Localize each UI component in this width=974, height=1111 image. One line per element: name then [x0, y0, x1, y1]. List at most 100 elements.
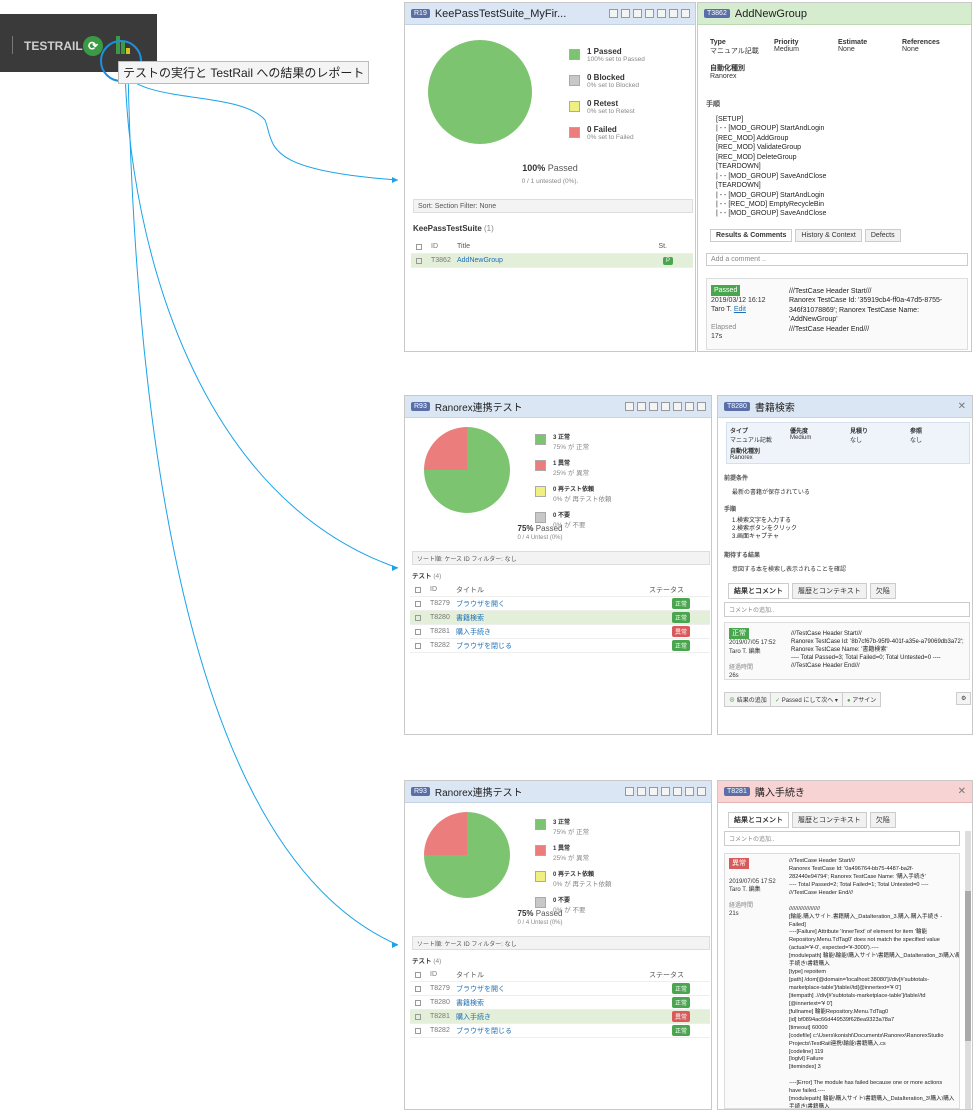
select-all-checkbox[interactable] [415, 586, 421, 593]
sort-filter-bar[interactable]: ソート順: ケース ID フィルター: なし [412, 551, 710, 565]
result-tabs[interactable]: 結果とコメント履歴とコンテキスト欠陥 [728, 812, 896, 828]
tab-1[interactable]: 履歴とコンテキスト [792, 583, 867, 599]
result-tabs[interactable]: 結果とコメント履歴とコンテキスト欠陥 [728, 583, 896, 599]
row-checkbox[interactable] [416, 257, 422, 264]
case-title-link[interactable]: 購入手続き [456, 1013, 491, 1021]
case-title-link[interactable]: ブラウザを開く [456, 985, 505, 993]
run-title[interactable]: KeePassTestSuite_MyFir... [434, 7, 567, 20]
row-checkbox[interactable] [415, 642, 421, 649]
run-title[interactable]: Ranorex連携テスト [434, 403, 523, 414]
column-status: ステータス [649, 971, 684, 979]
row-checkbox[interactable] [415, 628, 421, 635]
tab-2[interactable]: 欠陥 [869, 583, 896, 599]
table-row[interactable]: T8280 書籍検索 正常 [410, 611, 710, 625]
case-panel-3: T8281 購入手続き ✕ 結果とコメント履歴とコンテキスト欠陥 コメントの追加… [717, 780, 973, 1110]
case-title-link[interactable]: AddNewGroup [457, 257, 503, 264]
case-title-link[interactable]: ブラウザを閉じる [456, 1027, 512, 1035]
tooltip: テストの実行と TestRail への結果のレポート [118, 61, 370, 84]
sort-filter-bar[interactable]: ソート順: ケース ID フィルター: なし [412, 936, 710, 950]
tab-1[interactable]: History & Context [795, 229, 862, 242]
assign-button[interactable]: ● アサイン [842, 692, 882, 707]
status-badge[interactable]: 正常 [671, 997, 690, 1008]
column-title: Title [457, 243, 470, 250]
status-pie-chart [424, 427, 510, 513]
tab-1[interactable]: 履歴とコンテキスト [792, 812, 867, 828]
row-checkbox[interactable] [415, 1027, 421, 1034]
run-header: R93 Ranorex連携テスト [405, 396, 711, 418]
legend-label: 3 正常 [553, 820, 571, 826]
case-id: T8280 [430, 614, 450, 621]
steps-heading: 手順 [706, 101, 720, 108]
row-checkbox[interactable] [415, 985, 421, 992]
scrollbar[interactable] [965, 831, 971, 1109]
close-icon[interactable]: ✕ [957, 786, 966, 797]
row-checkbox[interactable] [415, 614, 421, 621]
sort-filter-bar[interactable]: Sort: Section Filter: None [413, 199, 693, 213]
precondition-text: 最新の書籍が保存されている [732, 490, 810, 496]
legend-sub: 0% が 不要 [553, 907, 586, 914]
edit-link[interactable]: Edit [733, 306, 746, 314]
close-icon[interactable]: ✕ [957, 401, 966, 412]
column-id: ID [430, 586, 437, 593]
row-checkbox[interactable] [415, 600, 421, 607]
status-badge[interactable]: 正常 [671, 983, 690, 994]
case-title-link[interactable]: ブラウザを開く [456, 600, 505, 608]
tab-2[interactable]: 欠陥 [869, 812, 896, 828]
pass-and-next-button[interactable]: ✓ Passed にして次へ ▾ [770, 692, 843, 707]
legend-sub: 25% が 異常 [553, 470, 590, 477]
sync-icon[interactable]: ⟳ [83, 36, 103, 56]
legend-label: 3 正常 [553, 435, 571, 441]
tab-0[interactable]: 結果とコメント [728, 812, 789, 828]
status-badge[interactable]: 正常 [671, 612, 690, 623]
run-toolbar-buttons[interactable] [625, 402, 711, 411]
comment-input[interactable]: コメントの追加.. [724, 831, 960, 846]
table-row[interactable]: T8282 ブラウザを閉じる 正常 [410, 1024, 710, 1038]
untested-count: 0 / 4 Untest (0%) [517, 920, 563, 926]
select-all-checkbox[interactable] [415, 971, 421, 978]
status-badge[interactable]: 正常 [671, 1025, 690, 1036]
case-title-link[interactable]: 購入手続き [456, 628, 491, 636]
run-header: R93 Ranorex連携テスト [405, 781, 711, 803]
comment-input[interactable]: Add a comment .. [706, 253, 968, 266]
legend-sub: 0% が 再テスト依頼 [553, 881, 612, 888]
settings-icon[interactable]: ⚙ [956, 692, 972, 705]
run-title[interactable]: Ranorex連携テスト [434, 788, 523, 799]
row-checkbox[interactable] [415, 999, 421, 1006]
column-title: タイトル [456, 586, 484, 594]
legend-sub: 0% が 不要 [553, 522, 586, 529]
legend-sub: 0% が 再テスト依頼 [553, 496, 612, 503]
tab-2[interactable]: Defects [864, 229, 901, 242]
legend-sub: 0% set to Failed [587, 134, 634, 141]
select-all-checkbox[interactable] [416, 243, 422, 250]
case-title-link[interactable]: ブラウザを閉じる [456, 642, 512, 650]
run-toolbar-buttons[interactable] [609, 9, 695, 18]
case-title-link[interactable]: 書籍検索 [456, 999, 484, 1007]
status-badge[interactable]: 異常 [671, 626, 690, 637]
precondition-heading: 前提条件 [724, 476, 749, 482]
status-badge[interactable]: 正常 [671, 598, 690, 609]
status-badge[interactable]: 正常 [671, 640, 690, 651]
status-passed-badge: 正常 [729, 628, 749, 640]
tab-0[interactable]: 結果とコメント [728, 583, 789, 599]
status-badge[interactable]: 異常 [671, 1011, 690, 1022]
row-checkbox[interactable] [415, 1013, 421, 1020]
tab-0[interactable]: Results & Comments [710, 229, 793, 242]
run-toolbar-buttons[interactable] [625, 787, 711, 796]
add-result-button[interactable]: ⊕ 結果の追加 [724, 692, 772, 707]
status-badge[interactable]: P [662, 256, 673, 265]
case-id: T8282 [430, 1027, 450, 1034]
case-title-link[interactable]: 書籍検索 [456, 614, 484, 622]
case-badge: T3862 [704, 9, 730, 18]
comment-input[interactable]: コメントの追加.. [724, 602, 970, 617]
